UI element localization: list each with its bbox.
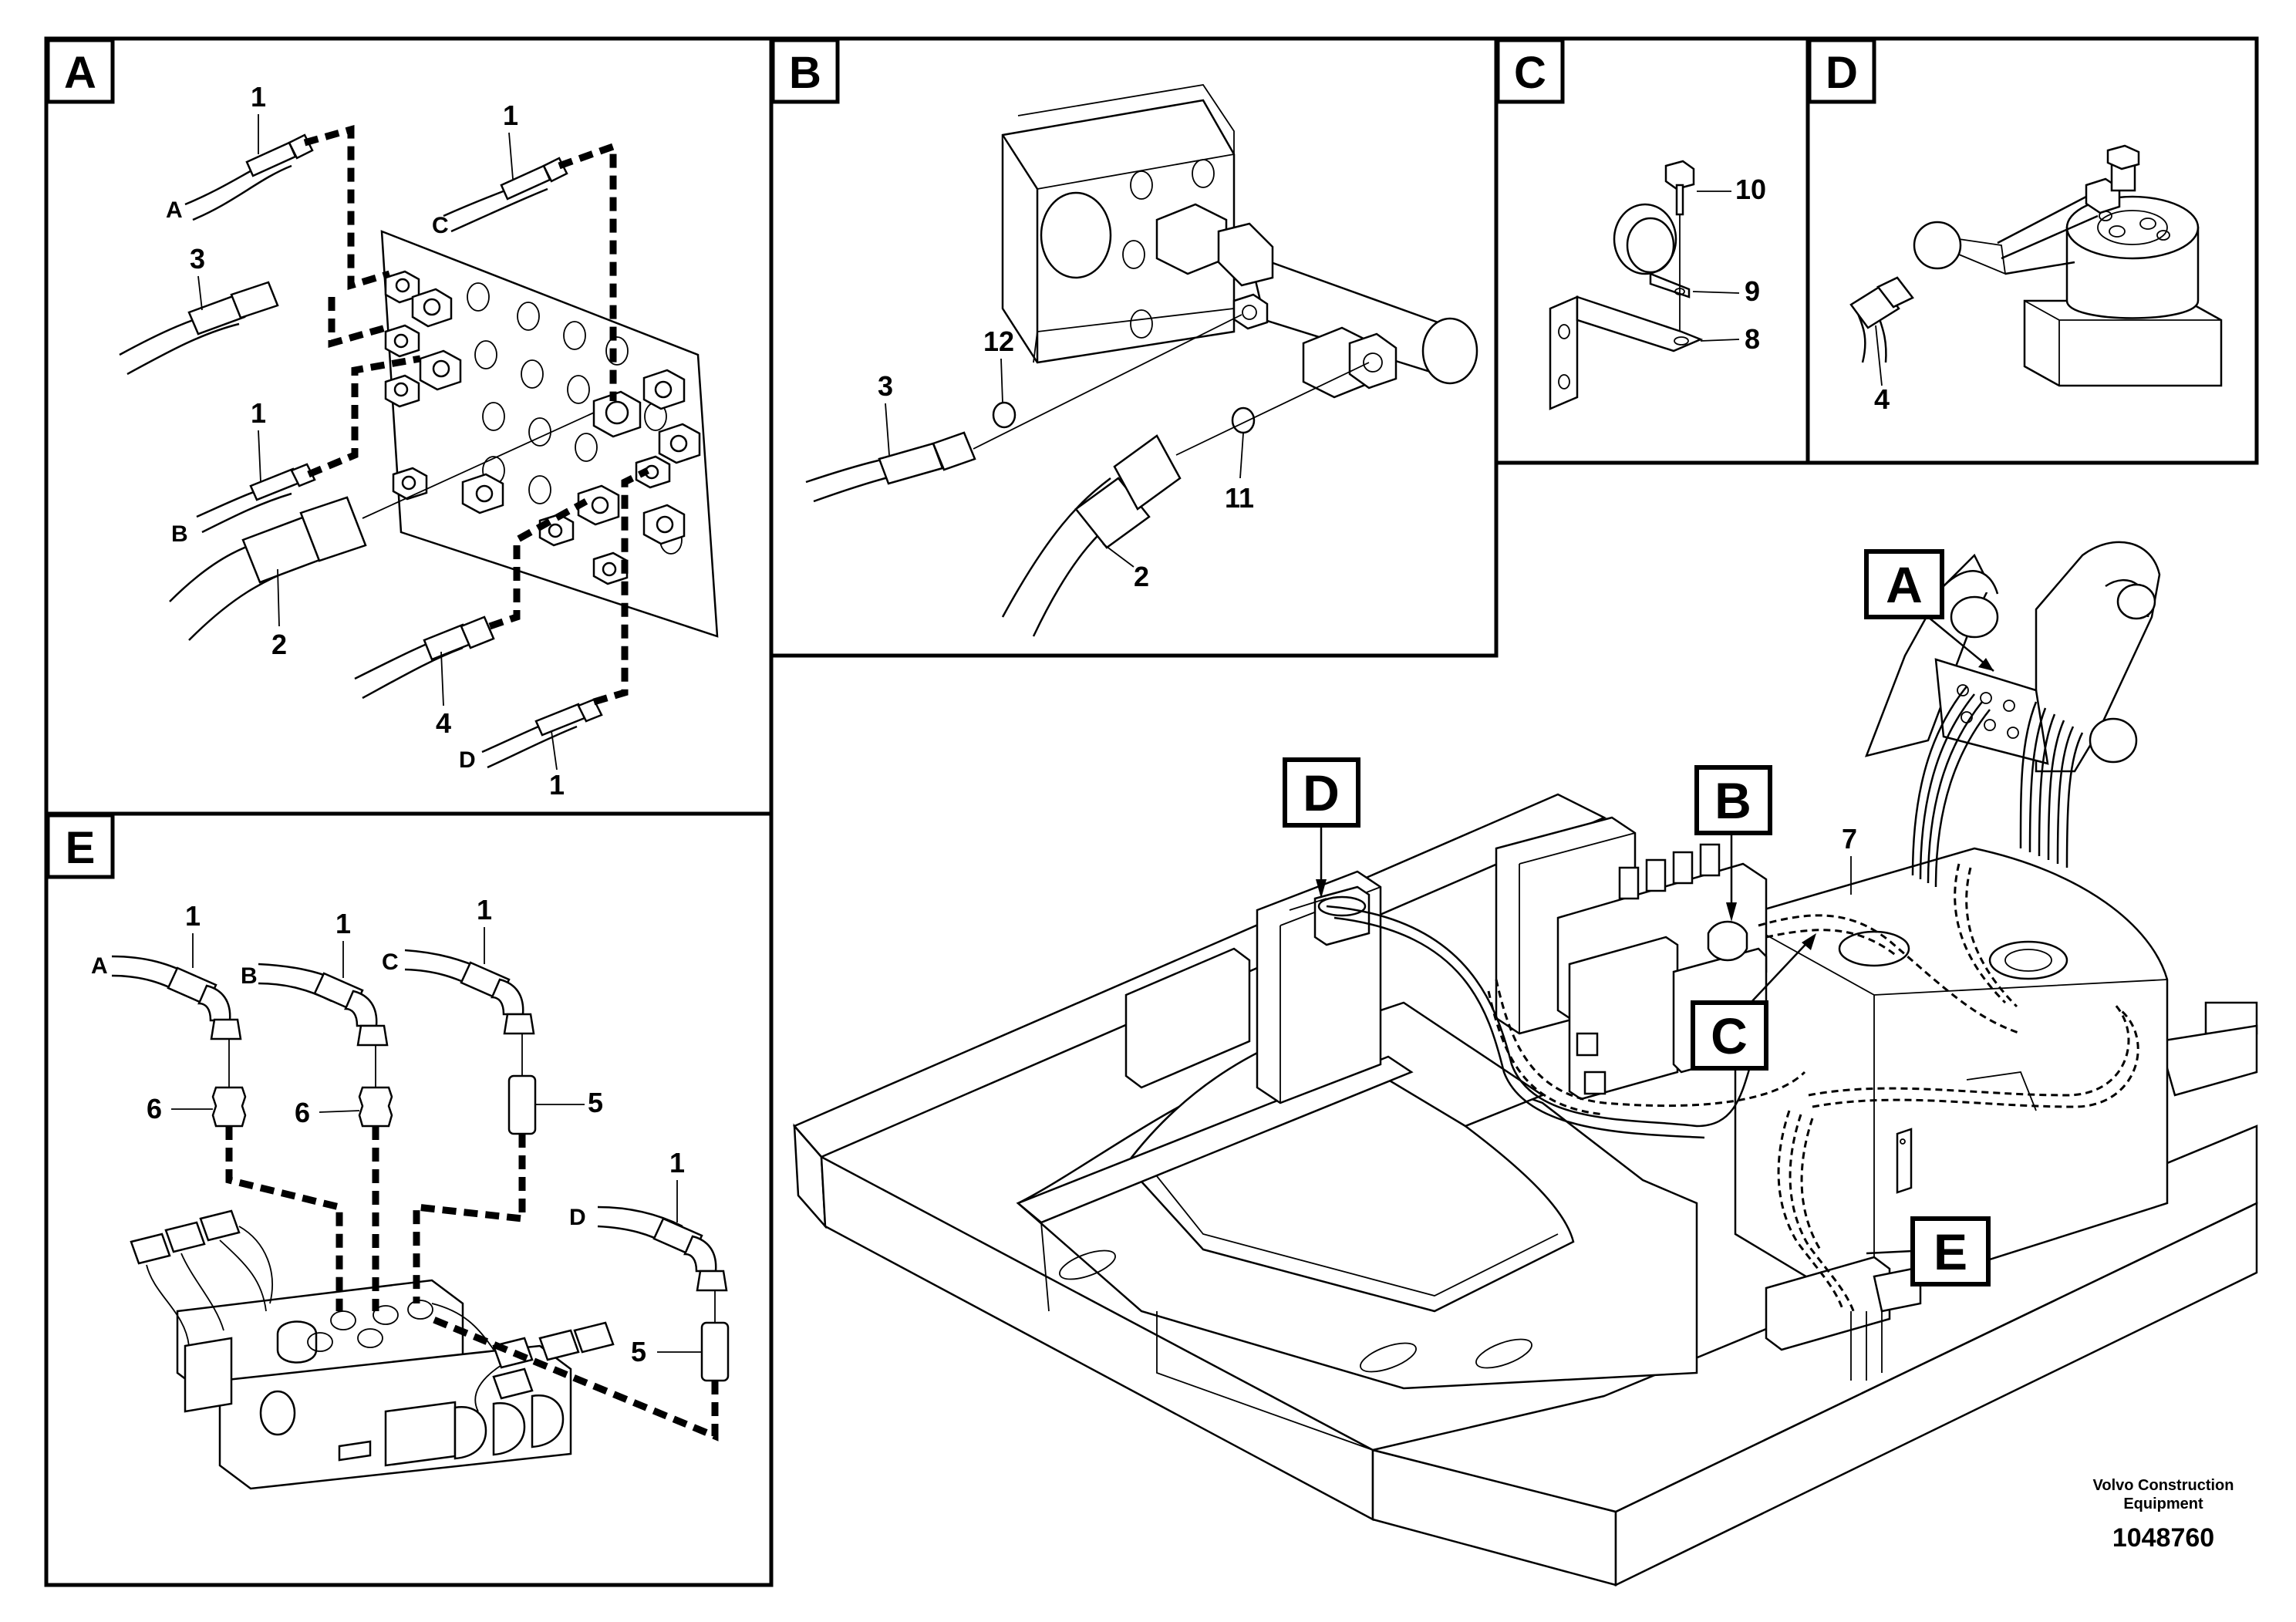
company-line-1: Volvo Construction <box>2093 1477 2234 1494</box>
label-e-1b: 1 <box>335 908 351 939</box>
valve-block <box>1001 99 1236 364</box>
label-a-1a: 1 <box>251 81 266 113</box>
panel-a-letter: A <box>64 48 96 98</box>
company-line-2: Equipment <box>2123 1496 2203 1512</box>
label-e-b: B <box>241 963 258 989</box>
label-e-5a: 5 <box>588 1087 603 1118</box>
label-a-a: A <box>166 197 183 223</box>
callout-c: C <box>1691 933 1816 1071</box>
label-b-2: 2 <box>1134 561 1149 592</box>
label-e-6a: 6 <box>147 1093 162 1125</box>
panel-d: D 4 <box>1805 36 2259 465</box>
label-e-d: D <box>569 1205 586 1230</box>
label-c-9: 9 <box>1745 275 1760 307</box>
label-d-4: 4 <box>1874 383 1890 415</box>
label-e-6b: 6 <box>295 1097 310 1128</box>
callout-b: B <box>1694 765 1772 922</box>
svg-text:D: D <box>1303 764 1340 821</box>
label-a-3: 3 <box>190 243 205 275</box>
label-e-1c: 1 <box>477 894 492 926</box>
overview-frame: A B C D E 7 <box>792 541 2258 1587</box>
svg-text:B: B <box>1714 772 1752 829</box>
overview-e-valve <box>1765 1256 1922 1381</box>
label-c-8: 8 <box>1745 323 1760 355</box>
label-a-1b: 1 <box>251 397 266 429</box>
label-e-1d: 1 <box>669 1147 685 1179</box>
label-a-d: D <box>459 747 476 773</box>
label-a-2: 2 <box>271 629 287 660</box>
callout-a: A <box>1864 549 1994 672</box>
svg-text:E: E <box>1934 1223 1967 1280</box>
label-e-c: C <box>382 949 399 975</box>
label-b-3: 3 <box>878 370 893 402</box>
doc-number: 1048760 <box>2112 1523 2214 1553</box>
panel-a: A <box>44 36 774 816</box>
footer: Volvo Construction Equipment 1048760 <box>2093 1477 2234 1553</box>
label-a-4: 4 <box>436 707 451 739</box>
label-a-1c: 1 <box>503 99 518 131</box>
label-e-5b: 5 <box>631 1336 646 1367</box>
label-e-1a: 1 <box>185 900 201 932</box>
label-a-1d: 1 <box>549 769 565 801</box>
panel-c: C 10 9 8 <box>1494 36 1810 465</box>
label-c-10: 10 <box>1735 174 1766 205</box>
callout-d: D <box>1283 757 1360 899</box>
label-a-b: B <box>171 521 188 547</box>
label-b-12: 12 <box>983 325 1014 357</box>
svg-text:C: C <box>1711 1007 1748 1064</box>
label-b-11: 11 <box>1225 482 1254 514</box>
panel-e-letter: E <box>66 823 96 873</box>
panel-b: B <box>769 36 1499 658</box>
overview-label-7: 7 <box>1842 823 1857 855</box>
manifold-plate <box>380 230 719 638</box>
panel-c-letter: C <box>1514 48 1546 98</box>
label-a-c: C <box>432 213 449 238</box>
panel-e: E <box>44 811 774 1587</box>
callout-e: E <box>1866 1216 1991 1286</box>
svg-text:A: A <box>1886 556 1923 613</box>
control-valve <box>130 1209 615 1490</box>
label-e-a: A <box>91 953 108 979</box>
panel-b-letter: B <box>789 48 821 98</box>
bracket <box>1549 295 1579 410</box>
panel-d-letter: D <box>1826 48 1858 98</box>
